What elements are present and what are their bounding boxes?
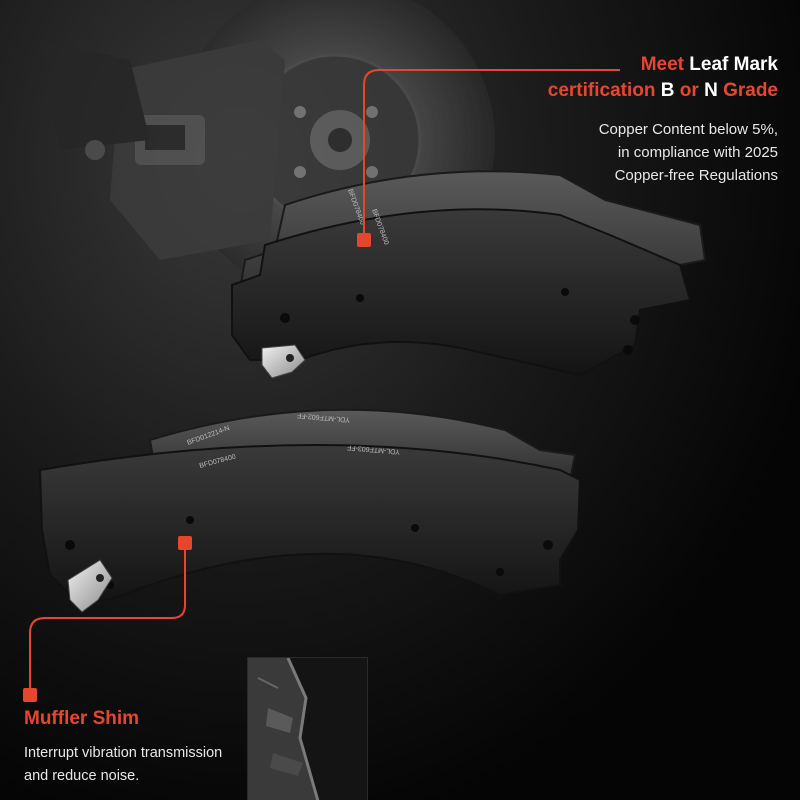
bottom-callout-marker (178, 536, 192, 550)
brake-pad-top-front (231, 208, 692, 377)
muffler-shim-title: Muffler Shim (24, 708, 140, 729)
bottom-callout-leader-line (29, 543, 186, 693)
lug-stud (294, 166, 306, 178)
steering-knuckle (40, 40, 150, 150)
top-callout-leader-line (363, 69, 620, 236)
shim-closeup-illustration (248, 658, 367, 800)
muffler-shim-closeup-inset (247, 657, 368, 800)
lug-stud (366, 106, 378, 118)
lug-stud (366, 166, 378, 178)
bottom-pad-marking: YDL-MTF603-FF (347, 443, 400, 455)
bottom-callout-end-marker (23, 688, 37, 702)
copper-content-description: Copper Content below 5%, in compliance w… (598, 121, 778, 184)
lug-stud (294, 106, 306, 118)
top-callout-marker (357, 233, 371, 247)
brake-pad-bottom-front (38, 444, 582, 602)
muffler-shim-callout: Muffler Shim Interrupt vibration transmi… (24, 706, 264, 788)
leaf-mark-title: Meet Leaf Mark certification B or N Grad… (547, 54, 778, 101)
muffler-shim-description: Interrupt vibration transmission and red… (24, 745, 223, 784)
top-pad-wear-clip (261, 344, 306, 379)
leaf-mark-callout: Meet Leaf Mark certification B or N Grad… (478, 52, 778, 187)
bottom-pad-wear-clip (67, 559, 113, 613)
bottom-pad-marking: YDL-MTF602-FF (297, 411, 350, 423)
rotor-caliper-photo (40, 0, 495, 300)
